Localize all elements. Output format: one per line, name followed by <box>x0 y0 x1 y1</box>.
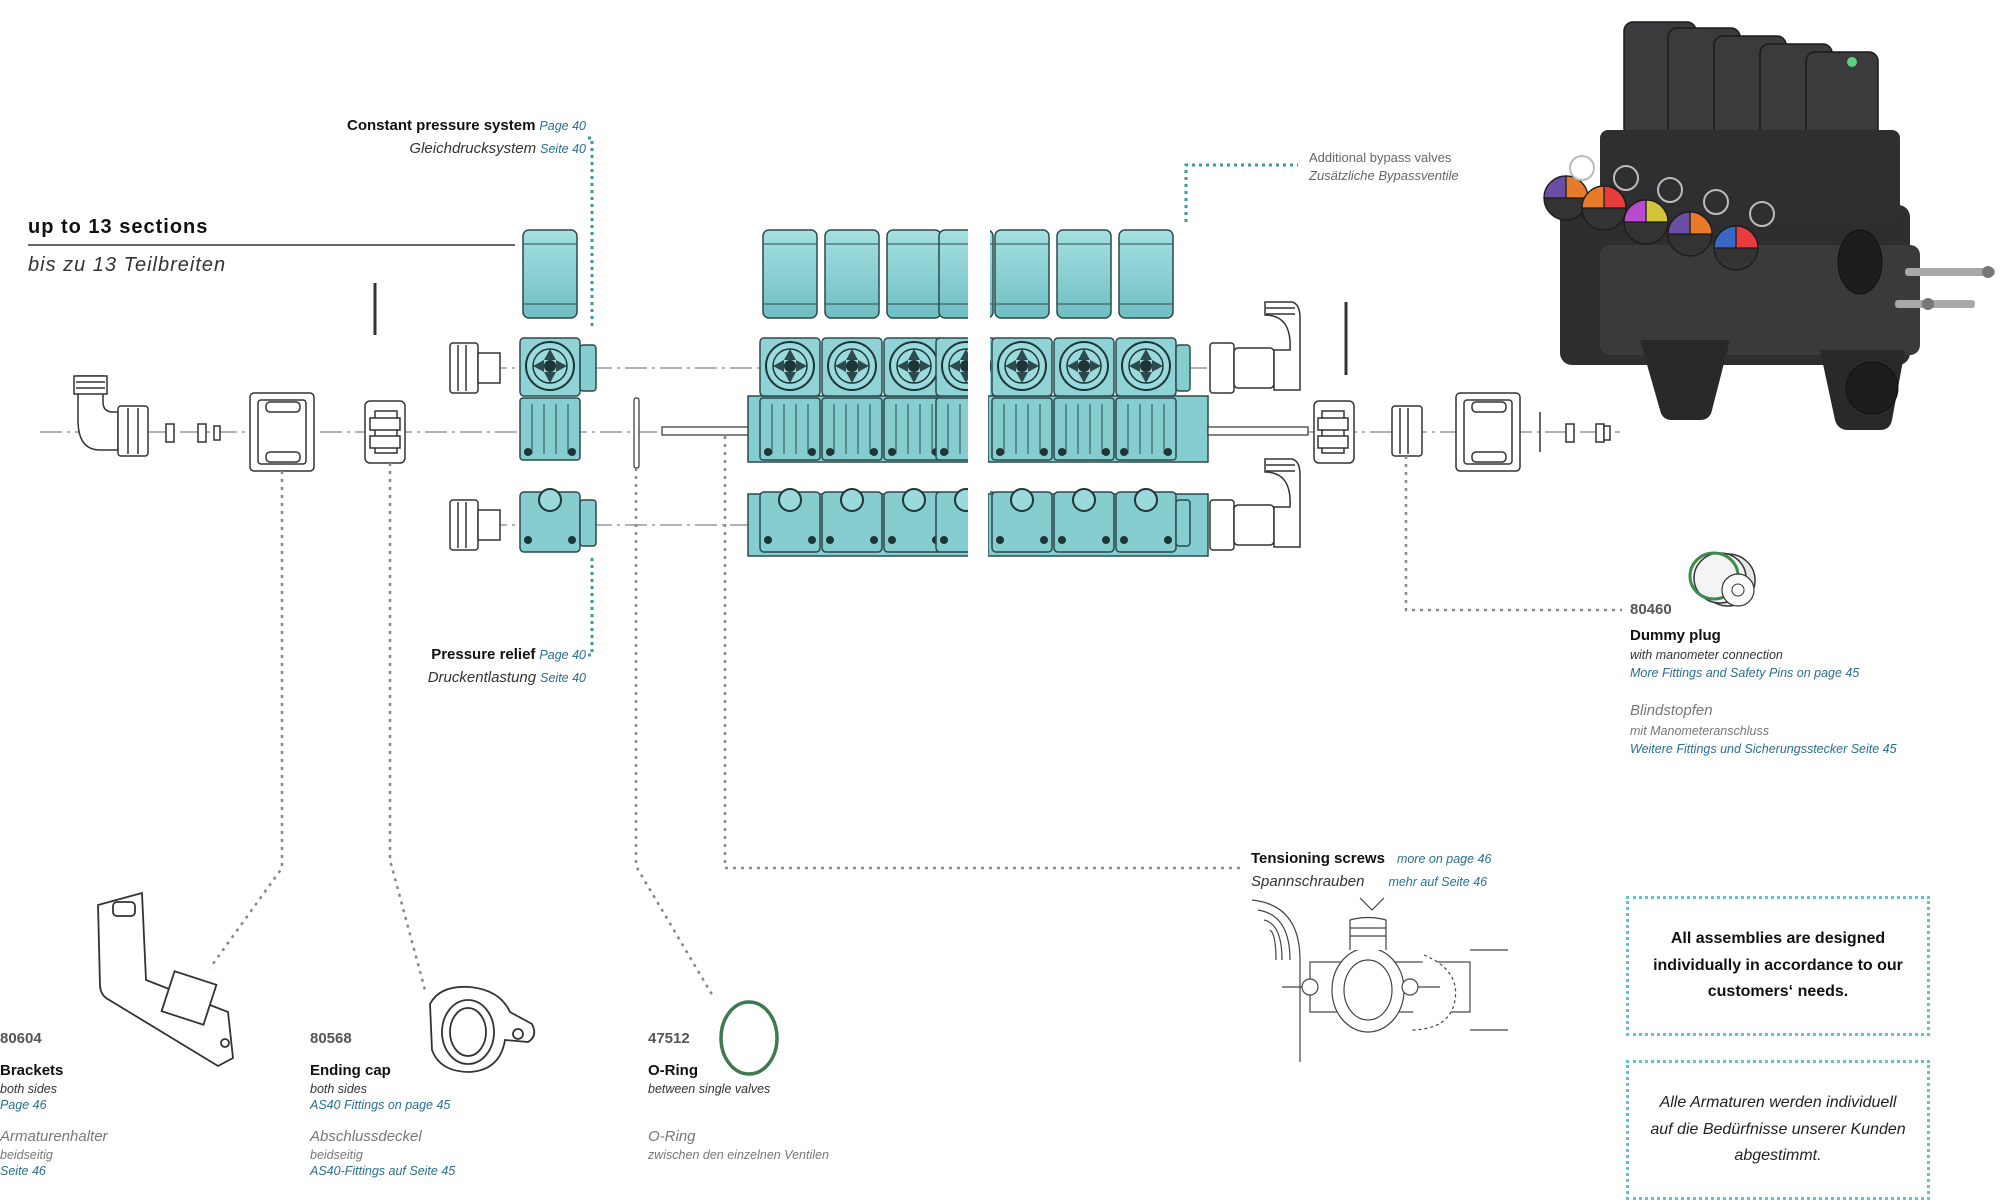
dummy-plug-sub-de: mit Manometeranschluss <box>1630 724 1769 738</box>
o-ring-image <box>719 1000 779 1076</box>
constant-pressure-label: Constant pressure system <box>347 117 536 134</box>
tensioning-callout-de: Spannschrauben mehr auf Seite 46 <box>1251 872 1487 892</box>
dummy-plug-image <box>1688 551 1756 607</box>
gray-leader-lines <box>208 436 1622 999</box>
brackets-link-de[interactable]: Seite 46 <box>0 1164 46 1178</box>
ending-cap-number: 80568 <box>310 1030 352 1047</box>
bracket-image <box>97 891 234 1068</box>
pressure-relief-page-link[interactable]: Page 40 <box>539 648 586 662</box>
heading-en: up to 13 sections <box>28 216 209 238</box>
note-box-de: Alle Armaturen werden individuell auf di… <box>1626 1060 1930 1200</box>
tensioning-page-link[interactable]: more on page 46 <box>1396 852 1492 866</box>
tensioning-label: Tensioning screws <box>1251 850 1385 867</box>
valve-block-left <box>747 220 997 570</box>
ending-cap-image <box>429 985 536 1073</box>
dummy-plug-number: 80460 <box>1630 601 1672 618</box>
ending-cap-name: Ending cap <box>310 1062 391 1079</box>
dummy-plug-link-de[interactable]: Weitere Fittings und Sicherungsstecker S… <box>1630 742 1897 756</box>
ending-cap-link[interactable]: AS40 Fittings on page 45 <box>310 1098 451 1112</box>
tensioning-label-de: Spannschrauben <box>1251 873 1365 890</box>
brackets-link[interactable]: Page 46 <box>0 1098 47 1112</box>
left-small-washers <box>165 423 221 443</box>
teal-callout-lines <box>588 136 1298 657</box>
note-box-en: All assemblies are designed individually… <box>1626 896 1930 1036</box>
tensioning-page-link-de[interactable]: mehr auf Seite 46 <box>1388 875 1488 889</box>
tensioning-screws-image <box>1251 897 1508 1062</box>
note-text-en: All assemblies are designed individually… <box>1653 930 1903 1001</box>
left-bracket <box>249 392 315 472</box>
right-bracket <box>1455 392 1521 472</box>
right-plug-inline <box>1391 405 1423 457</box>
heading-de: bis zu 13 Teilbreiten <box>28 254 227 276</box>
ending-cap-sub: both sides <box>310 1082 367 1096</box>
brackets-sub-de: beidseitig <box>0 1148 53 1162</box>
constant-pressure-page-link-de[interactable]: Seite 40 <box>540 142 586 156</box>
brackets-name-de: Armaturenhalter <box>0 1128 108 1145</box>
valve-block-right <box>978 220 1209 570</box>
pressure-relief-page-link-de[interactable]: Seite 40 <box>540 671 586 685</box>
dummy-plug-link[interactable]: More Fittings and Safety Pins on page 45 <box>1630 666 1860 680</box>
constant-pressure-label-de: Gleichdrucksystem <box>409 140 537 157</box>
brackets-sub: both sides <box>0 1082 57 1096</box>
ending-cap-link-de[interactable]: AS40-Fittings auf Seite 45 <box>310 1164 456 1178</box>
oring-sub: between single valves <box>648 1082 771 1096</box>
pressure-relief-label-de: Druckentlastung <box>427 669 537 686</box>
oring-sub-de: zwischen den einzelnen Ventilen <box>648 1148 829 1162</box>
right-elbow-outlets <box>1209 301 1301 551</box>
dummy-plug-name-de: Blindstopfen <box>1630 702 1713 719</box>
oring-number: 47512 <box>648 1030 690 1047</box>
note-text-de: Alle Armaturen werden individuell auf di… <box>1650 1094 1906 1165</box>
brackets-name: Brackets <box>0 1062 64 1079</box>
pressure-relief-label: Pressure relief <box>431 646 536 663</box>
ending-cap-sub-de: beidseitig <box>310 1148 363 1162</box>
brackets-number: 80604 <box>0 1030 42 1047</box>
right-small-washers <box>1539 412 1611 452</box>
assembled-valve-image <box>1543 21 1995 430</box>
tie-rod-right <box>1207 426 1309 436</box>
bypass-label: Additional bypass valves <box>1309 150 1452 165</box>
constant-pressure-page-link[interactable]: Page 40 <box>539 119 586 133</box>
tie-rod <box>661 426 753 436</box>
ending-cap-name-de: Abschlussdeckel <box>310 1128 422 1145</box>
oring-name: O-Ring <box>648 1062 698 1079</box>
right-ending-cap <box>1313 302 1355 464</box>
o-ring-part <box>633 397 640 469</box>
bypass-label-de: Zusätzliche Bypassventile <box>1309 168 1459 183</box>
left-ending-cap <box>364 283 406 464</box>
left-valve-unit <box>519 229 597 553</box>
left-elbow-fitting <box>73 375 149 457</box>
left-inlet-fittings <box>449 342 501 551</box>
tensioning-callout: Tensioning screws more on page 46 <box>1251 849 1491 869</box>
oring-name-de: O-Ring <box>648 1128 696 1145</box>
dummy-plug-name: Dummy plug <box>1630 627 1721 644</box>
dummy-plug-sub: with manometer connection <box>1630 648 1783 662</box>
